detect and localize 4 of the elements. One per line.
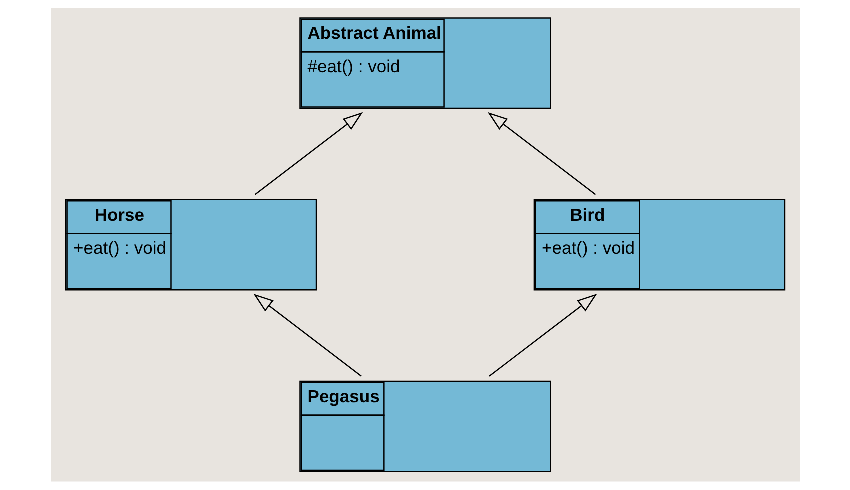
arrow: [488, 294, 597, 377]
arrow: [253, 294, 362, 377]
arrow: [487, 112, 596, 196]
arrow: [254, 112, 363, 196]
